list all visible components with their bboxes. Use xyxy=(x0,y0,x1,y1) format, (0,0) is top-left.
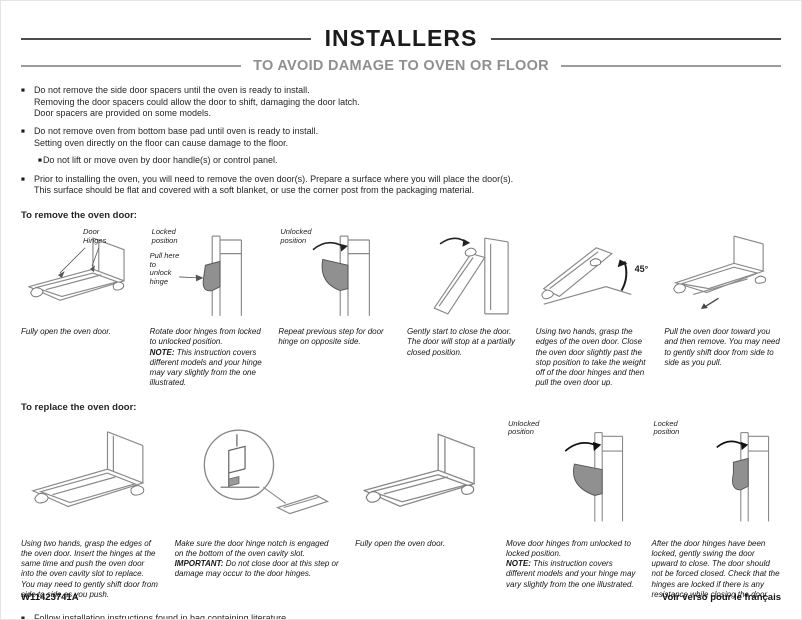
remove-section-heading: To remove the oven door: xyxy=(21,210,137,222)
bullet-square-icon: ■ xyxy=(21,87,25,94)
remove-step-6: Pull the oven door toward you and then r… xyxy=(664,228,781,388)
replace-step-3: Fully open the oven door. xyxy=(355,420,490,600)
bullet-square-icon: ■ xyxy=(38,157,42,165)
part-number: W11423741A xyxy=(21,592,79,603)
step-caption: After the door hinges have been locked, … xyxy=(651,538,780,599)
hinge-unlocked-big-illustration: Unlocked position xyxy=(506,418,635,534)
replace-steps-grid: Using two hands, grasp the edges of the … xyxy=(21,418,782,600)
notch-illustration xyxy=(175,420,340,534)
step-caption: Using two hands, grasp the edges of the … xyxy=(535,327,646,388)
figure-label: Unlocked position xyxy=(508,418,540,437)
door-partial-illustration xyxy=(407,228,524,322)
step-note: NOTE: This instruction covers different … xyxy=(149,347,262,388)
warning-bullet-2: ■ Do not remove oven from bottom base pad… xyxy=(21,126,781,149)
warning-bullet-1: ■ Do not remove the side door spacers unt… xyxy=(21,85,781,120)
door-pull-illustration xyxy=(664,228,781,322)
warnings-list: ■ Do not remove the side door spacers unt… xyxy=(21,85,781,197)
bullet-square-icon: ■ xyxy=(21,128,25,136)
step-caption: Move door hinges from unlocked to locked… xyxy=(506,538,636,589)
open-door-hinges-illustration: Door Hinges xyxy=(21,227,138,322)
warning-text: Do not remove oven from bottom base pad … xyxy=(33,126,319,148)
figure-label: Door Hinges xyxy=(83,227,107,245)
page-subtitle: TO AVOID DAMAGE TO OVEN OR FLOOR xyxy=(253,58,549,74)
footnote-text: Follow installation instructions found i… xyxy=(33,612,289,620)
figure-label: Locked position xyxy=(151,227,178,245)
french-reverse-note: Voir verso pour le français xyxy=(661,592,781,603)
step-caption: Make sure the door hinge notch is engage… xyxy=(174,538,339,579)
title-bar: INSTALLERS xyxy=(21,25,781,52)
door-45-illustration: 45° xyxy=(536,228,653,322)
step-caption: Fully open the oven door. xyxy=(21,327,111,337)
step-caption: Gently start to close the door. The door… xyxy=(406,327,516,357)
open-door-illustration xyxy=(355,420,490,534)
step-caption: Pull the oven door toward you and then r… xyxy=(664,327,780,367)
warning-bullet-3: ■Do not lift or move oven by door handle… xyxy=(38,155,781,167)
subtitle-rule-left xyxy=(21,65,242,67)
figure-label: Pull here to unlock hinge xyxy=(149,251,180,287)
title-rule-right xyxy=(491,37,781,40)
document-footer: W11423741A Voir verso pour le français xyxy=(21,592,781,603)
figure-label: Locked position xyxy=(653,418,680,437)
warning-text: Do not remove the side door spacers unti… xyxy=(33,85,360,119)
bullet-square-icon: ■ xyxy=(21,614,25,620)
replace-section-heading: To replace the oven door: xyxy=(21,401,137,413)
warning-text: Do not lift or move oven by door handle(… xyxy=(42,155,278,166)
step-caption: Rotate door hinges from locked to unlock… xyxy=(150,327,267,388)
step-caption: Repeat previous step for door hinge on o… xyxy=(278,327,384,347)
figure-label: 45° xyxy=(634,264,649,275)
bullet-square-icon: ■ xyxy=(21,175,25,183)
step-note: IMPORTANT: Do not close door at this ste… xyxy=(174,559,339,579)
step-caption: Using two hands, grasp the edges of the … xyxy=(21,538,158,599)
page-title: INSTALLERS xyxy=(324,25,478,51)
title-rule-left xyxy=(21,37,311,40)
remove-step-5: 45° Using two hands, grasp the edges of t… xyxy=(536,228,653,388)
replace-step-2: Make sure the door hinge notch is engage… xyxy=(175,420,340,600)
replace-step-1: Using two hands, grasp the edges of the … xyxy=(21,420,159,600)
subtitle-bar: TO AVOID DAMAGE TO OVEN OR FLOOR xyxy=(21,58,782,74)
door-insert-illustration xyxy=(21,420,159,534)
footnote-row: ■ Follow installation instructions found… xyxy=(21,612,781,620)
remove-step-4: Gently start to close the door. The door… xyxy=(407,228,524,388)
hinge-unlocked-illustration: Unlocked position xyxy=(278,227,395,322)
warning-text: Prior to installing the oven, you will n… xyxy=(33,173,514,196)
hinge-locked-big-illustration: Locked position xyxy=(652,418,782,534)
subtitle-rule-right xyxy=(560,65,782,67)
step-note: NOTE: This instruction covers different … xyxy=(506,559,636,589)
warning-bullet-4: ■ Prior to installing the oven, you will … xyxy=(21,174,781,197)
step-caption: Fully open the oven door. xyxy=(355,538,446,548)
figure-label: Unlocked position xyxy=(280,227,312,245)
